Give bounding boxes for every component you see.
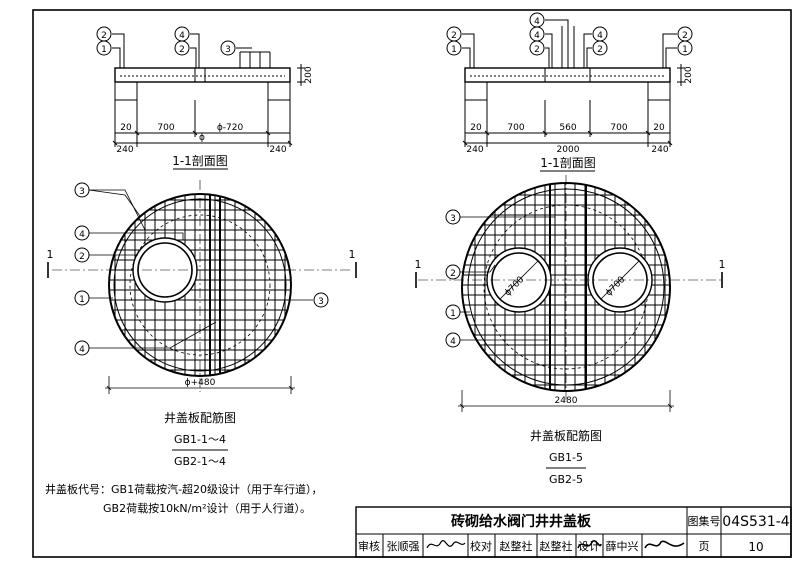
design-label: 设计 <box>578 540 600 553</box>
callout-4: 4 <box>79 230 85 240</box>
callout-2: 2 <box>101 31 107 41</box>
left-plan-callouts: 3 4 2 1 4 3 <box>74 182 329 356</box>
callout-2: 2 <box>597 45 603 55</box>
dim-700-right: 700 <box>610 123 627 133</box>
left-section-view <box>112 33 305 170</box>
note-line-1: 井盖板代号：GB1荷载按汽-超20级设计（用于车行道）， <box>45 482 323 496</box>
callout-1: 1 <box>79 295 85 305</box>
right-plan-title: 井盖板配筋图 <box>530 428 602 443</box>
callout-2: 2 <box>450 269 456 279</box>
section-mark-left: 1 <box>415 258 422 271</box>
checker-signature: 赵整社 <box>540 539 573 553</box>
dim-240-left: 240 <box>116 145 133 155</box>
section-mark-right: 1 <box>719 258 726 271</box>
callout-2: 2 <box>534 45 540 55</box>
right-plan-callouts: 3 2 1 4 <box>445 209 461 348</box>
review-label: 审核 <box>358 539 380 553</box>
left-section-title: 1-1剖面图 <box>172 154 228 168</box>
atlas-number: 04S531-4 <box>722 514 789 530</box>
left-plan-view <box>47 180 357 394</box>
dim-20-right: 20 <box>653 123 665 133</box>
dim-phi-480: ϕ+480 <box>185 378 216 388</box>
dim-20: 20 <box>120 123 132 133</box>
section-mark-right: 1 <box>349 248 356 261</box>
dim-240-right: 240 <box>269 145 286 155</box>
right-section-view <box>462 19 685 172</box>
left-code-bottom: GB2-1～4 <box>174 455 226 468</box>
dim-560: 560 <box>559 123 576 133</box>
callout-2: 2 <box>79 252 85 262</box>
callout-4: 4 <box>534 17 540 27</box>
page-label: 页 <box>699 540 710 553</box>
check-label: 校对 <box>470 539 492 553</box>
callout-1: 1 <box>451 45 457 55</box>
callout-3: 3 <box>225 45 231 55</box>
right-code-top: GB1-5 <box>549 451 583 464</box>
right-section-title: 1-1剖面图 <box>540 156 596 170</box>
dim-200: 200 <box>684 66 694 83</box>
callout-3: 3 <box>450 214 456 224</box>
callout-3: 3 <box>79 187 85 197</box>
dim-phi-720: ϕ-720 <box>217 123 244 133</box>
checker-name: 赵整社 <box>500 539 533 553</box>
page-number: 10 <box>748 540 763 554</box>
callout-4: 4 <box>179 31 185 41</box>
callout-4: 4 <box>79 345 85 355</box>
dim-700-left: 700 <box>507 123 524 133</box>
designer-name: 薛中兴 <box>606 540 639 553</box>
right-code-bottom: GB2-5 <box>549 473 583 486</box>
left-section-callouts: 2 1 4 2 3 <box>96 26 236 56</box>
callout-2: 2 <box>682 31 688 41</box>
dim-2000: 2000 <box>557 145 580 155</box>
left-plan-title: 井盖板配筋图 <box>164 410 236 425</box>
right-section-callouts: 2 1 4 4 2 4 2 2 1 <box>446 12 693 56</box>
left-code-top: GB1-1～4 <box>174 433 226 446</box>
section-mark-left: 1 <box>47 248 54 261</box>
callout-2: 2 <box>451 31 457 41</box>
callout-1: 1 <box>682 45 688 55</box>
callout-1: 1 <box>101 45 107 55</box>
atlas-label: 图集号 <box>688 514 721 528</box>
reviewer-name: 张顺强 <box>387 540 420 553</box>
right-plan-view <box>415 175 723 412</box>
callout-2: 2 <box>179 45 185 55</box>
callout-3: 3 <box>318 297 324 307</box>
callout-4: 4 <box>597 31 603 41</box>
callout-1: 1 <box>450 309 456 319</box>
callout-4: 4 <box>450 337 456 347</box>
note-line-2: GB2荷载按10kN/m²设计（用于人行道）。 <box>103 501 311 515</box>
drawing-title: 砖砌给水阀门井井盖板 <box>451 513 592 530</box>
dim-20-left: 20 <box>470 123 482 133</box>
title-block <box>355 506 792 558</box>
dim-240-right: 240 <box>651 145 668 155</box>
callout-4: 4 <box>534 31 540 41</box>
dim-240-left: 240 <box>466 145 483 155</box>
dim-200: 200 <box>304 66 314 83</box>
dim-2480: 2480 <box>555 396 578 406</box>
dim-700: 700 <box>157 123 174 133</box>
dim-phi: ϕ <box>199 133 205 143</box>
